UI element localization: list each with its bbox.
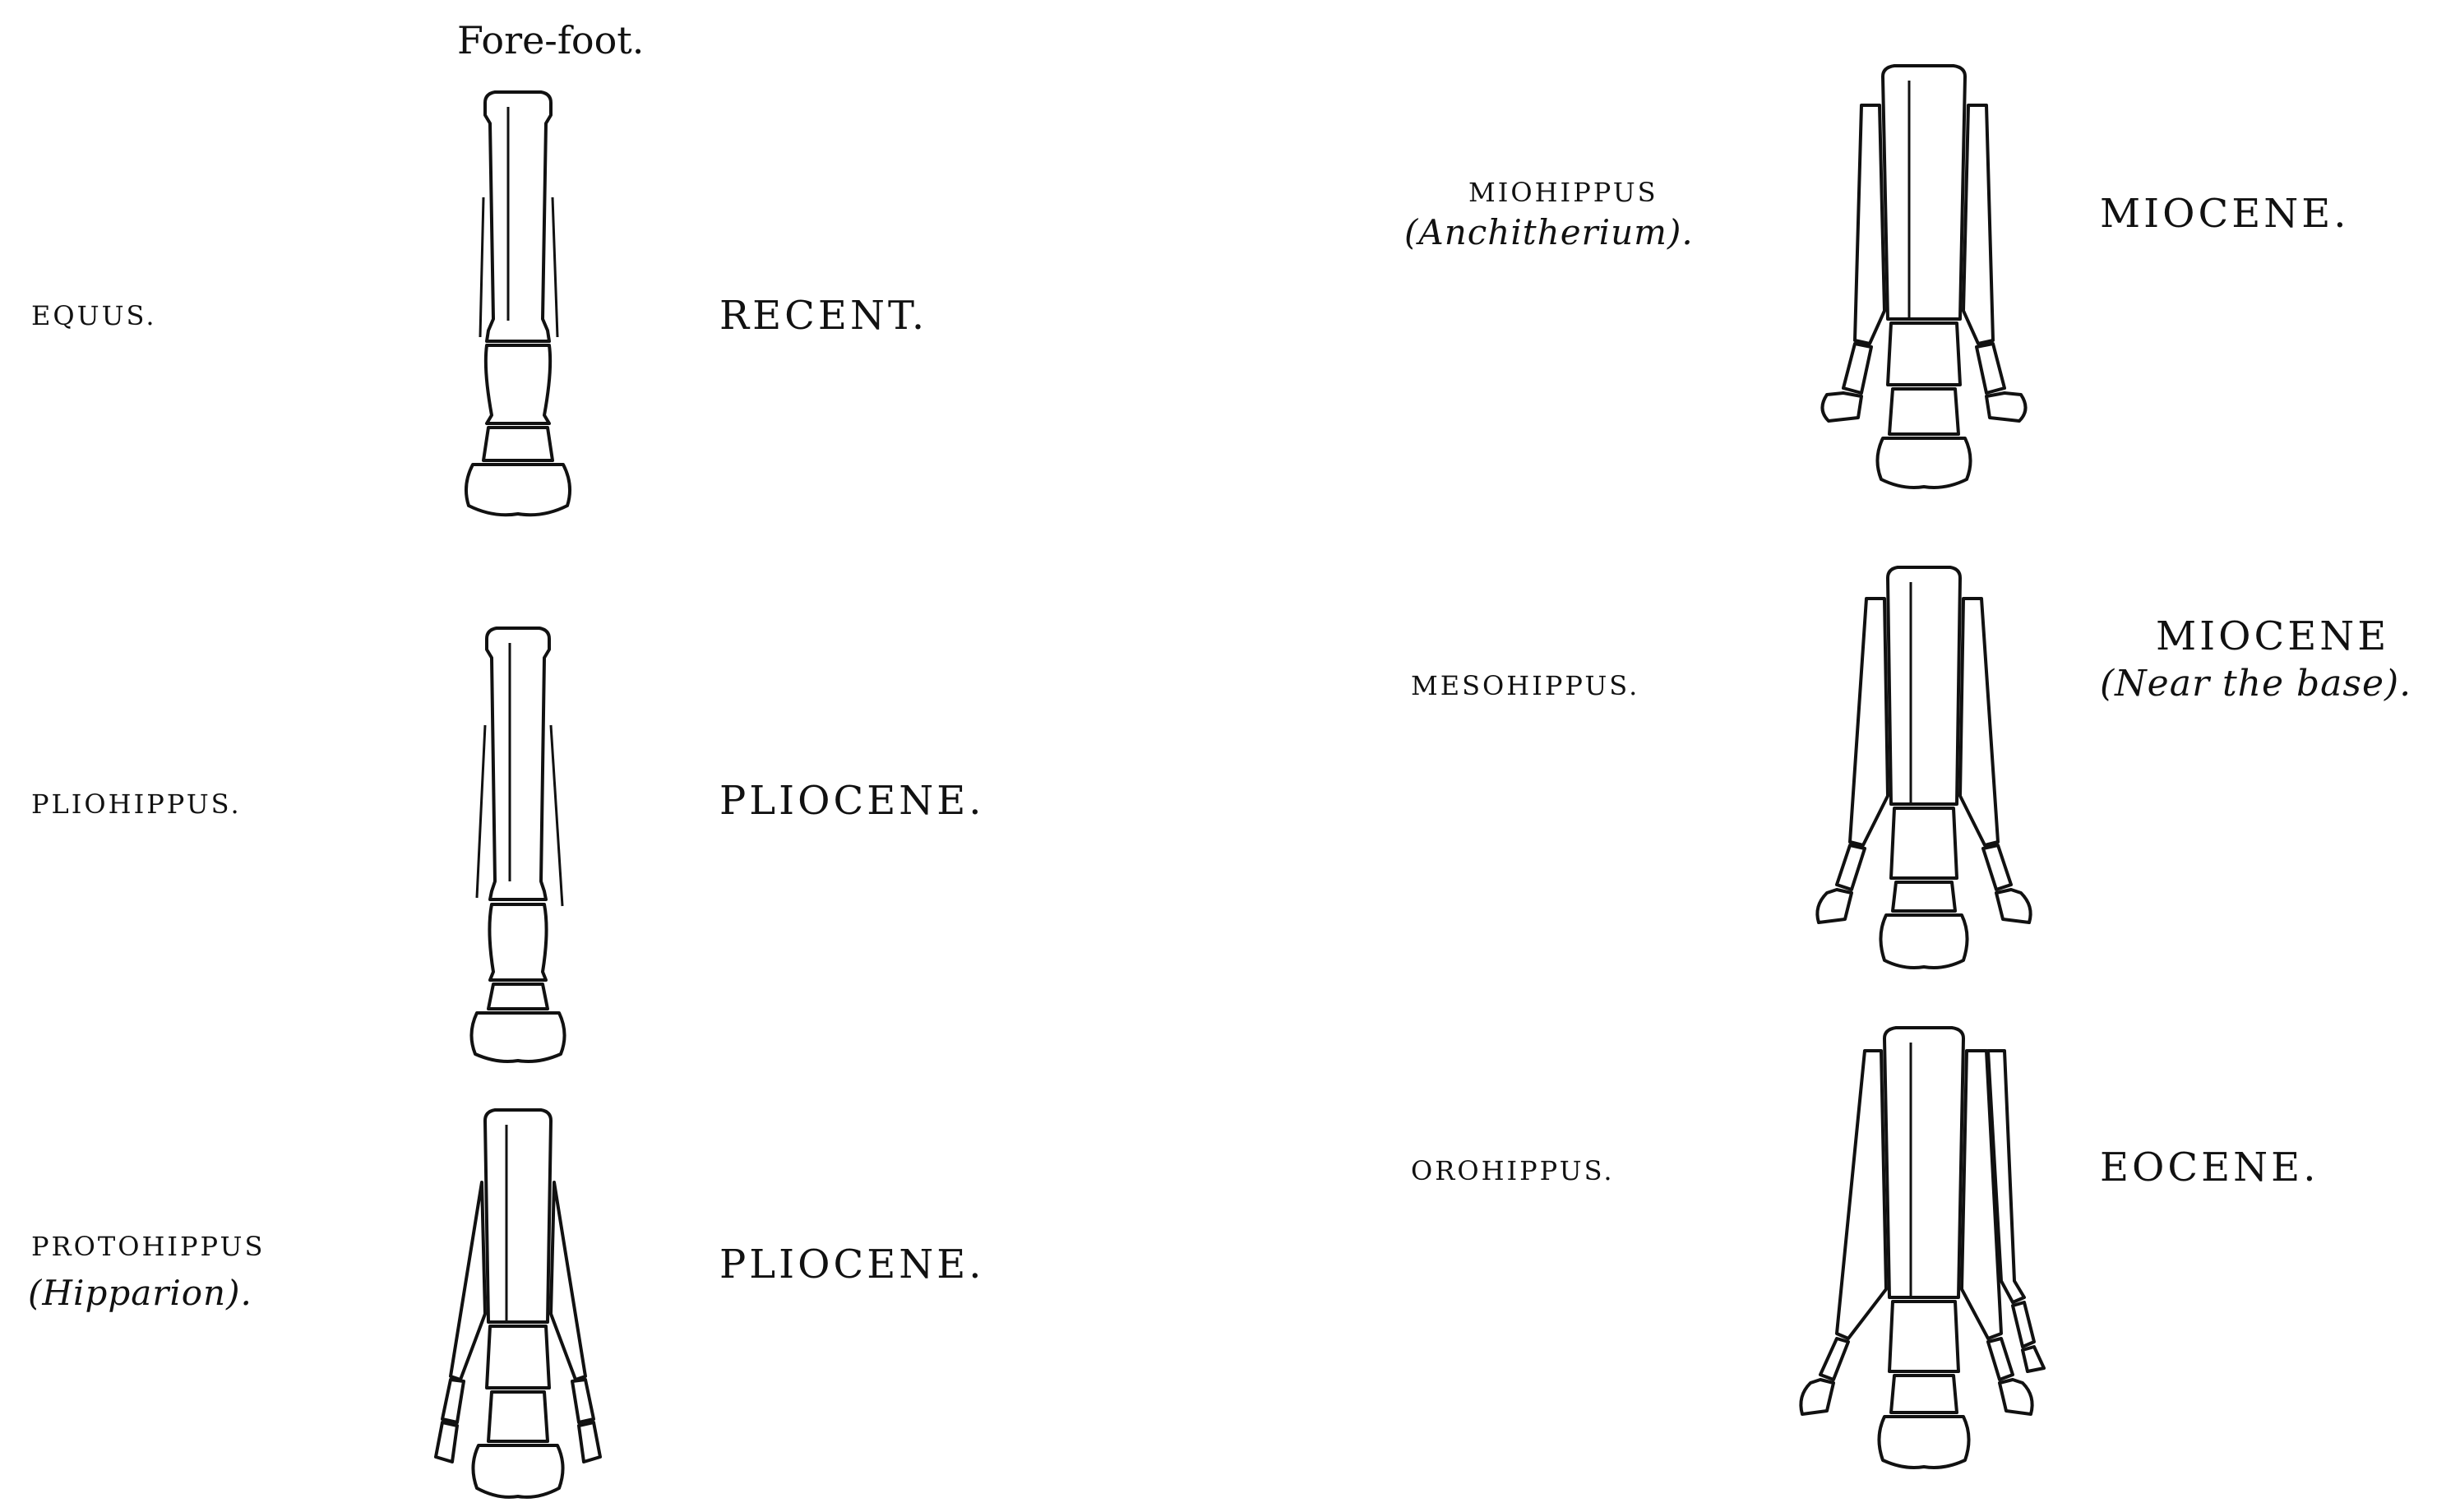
foot-equus xyxy=(466,92,570,515)
foot-pliohippus xyxy=(471,628,564,1061)
foot-protohippus xyxy=(436,1110,600,1497)
foot-mesohippus xyxy=(1817,567,2030,968)
foot-orohippus xyxy=(1801,1028,2044,1468)
foot-miohippus xyxy=(1822,66,2025,488)
